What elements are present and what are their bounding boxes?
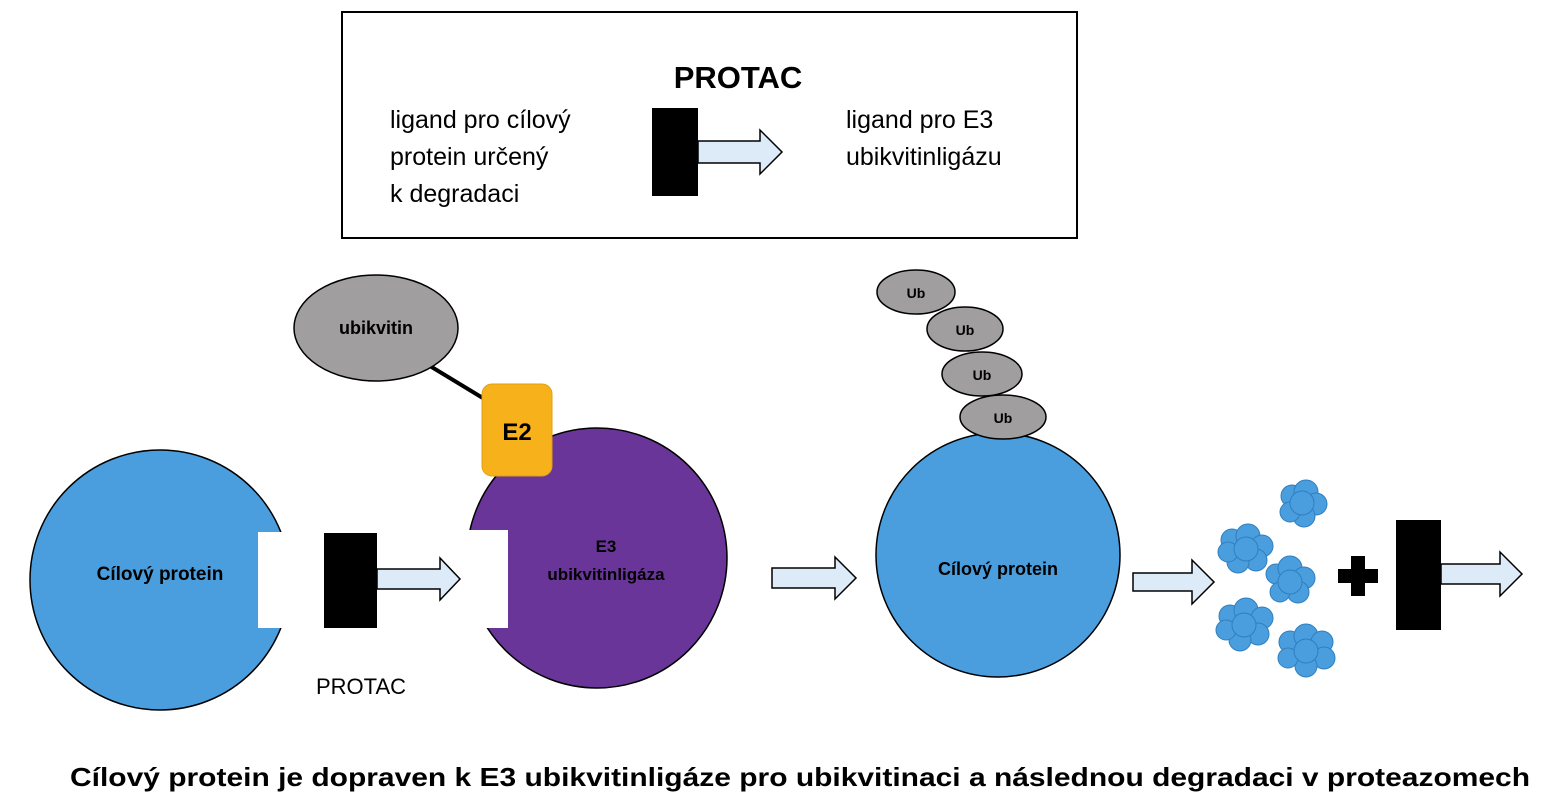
recycled-protac-block	[1396, 520, 1441, 630]
e3-label-line1: E3	[596, 537, 617, 556]
legend-right-line2: ubikvitinligázu	[846, 143, 1002, 171]
peptide-fragment-1	[1279, 479, 1328, 528]
caption: Cílový protein je dopraven k E3 ubikviti…	[70, 762, 1530, 792]
target-protein-label: Cílový protein	[97, 564, 224, 585]
legend-title: PROTAC	[674, 60, 803, 95]
target-protein-group: Cílový protein	[29, 449, 291, 711]
ubiquitin-ellipse	[293, 274, 459, 382]
ub-chain-3	[941, 351, 1023, 397]
protac-ligand-block	[324, 533, 377, 628]
e2-label: E2	[502, 419, 531, 446]
process-arrow-icon	[771, 555, 858, 601]
peptide-fragment-4	[1215, 597, 1274, 652]
e3-ligase-group: E3 ubikvitinligáza	[466, 427, 728, 689]
legend-frame	[341, 11, 1078, 239]
peptide-fragments	[1215, 479, 1336, 678]
plus-icon	[1338, 556, 1378, 596]
protac-molecule: PROTAC	[316, 533, 462, 699]
degradation-arrow-icon	[1132, 558, 1216, 606]
ubiquitin-e2-group: ubikvitin	[293, 274, 498, 408]
peptide-fragment-2	[1217, 523, 1274, 574]
legend-right-line1: ligand pro E3	[846, 106, 993, 134]
legend-box: PROTAC ligand pro cílový protein určený …	[341, 11, 1078, 239]
ub-chain-1	[876, 269, 956, 315]
e3-ligase-circle	[466, 427, 728, 689]
protac-arrow-icon	[376, 556, 462, 602]
legend-left-line3: k degradaci	[390, 180, 519, 208]
peptide-fragment-5	[1277, 623, 1336, 678]
e2-group: E2	[481, 383, 553, 477]
ub-chain-2	[926, 306, 1004, 352]
legend-ligand-block	[652, 108, 698, 196]
target-protein-circle-2	[875, 432, 1121, 678]
ubiquitin-label: ubikvitin	[339, 318, 413, 338]
recycled-protac-arrow-icon	[1440, 550, 1524, 598]
ub-label-2: Ub	[956, 322, 975, 338]
legend-arrow-icon	[697, 128, 784, 176]
ub-label-3: Ub	[973, 367, 992, 383]
e3-label-line2: ubikvitinligáza	[547, 565, 665, 584]
target-protein-circle	[29, 449, 291, 711]
legend-left-line1: ligand pro cílový	[390, 106, 571, 134]
ubiquitinated-protein-group: Cílový protein Ub Ub Ub Ub	[875, 269, 1121, 678]
ub-label-1: Ub	[907, 285, 926, 301]
legend-left-line2: protein určený	[390, 143, 549, 171]
e2-box	[481, 383, 553, 477]
ub-chain-4	[959, 394, 1047, 440]
recycled-protac	[1396, 520, 1524, 630]
target-protein-label-2: Cílový protein	[938, 559, 1058, 579]
peptide-fragment-3	[1265, 555, 1316, 604]
protac-label: PROTAC	[316, 674, 406, 699]
ub-label-4: Ub	[994, 410, 1013, 426]
